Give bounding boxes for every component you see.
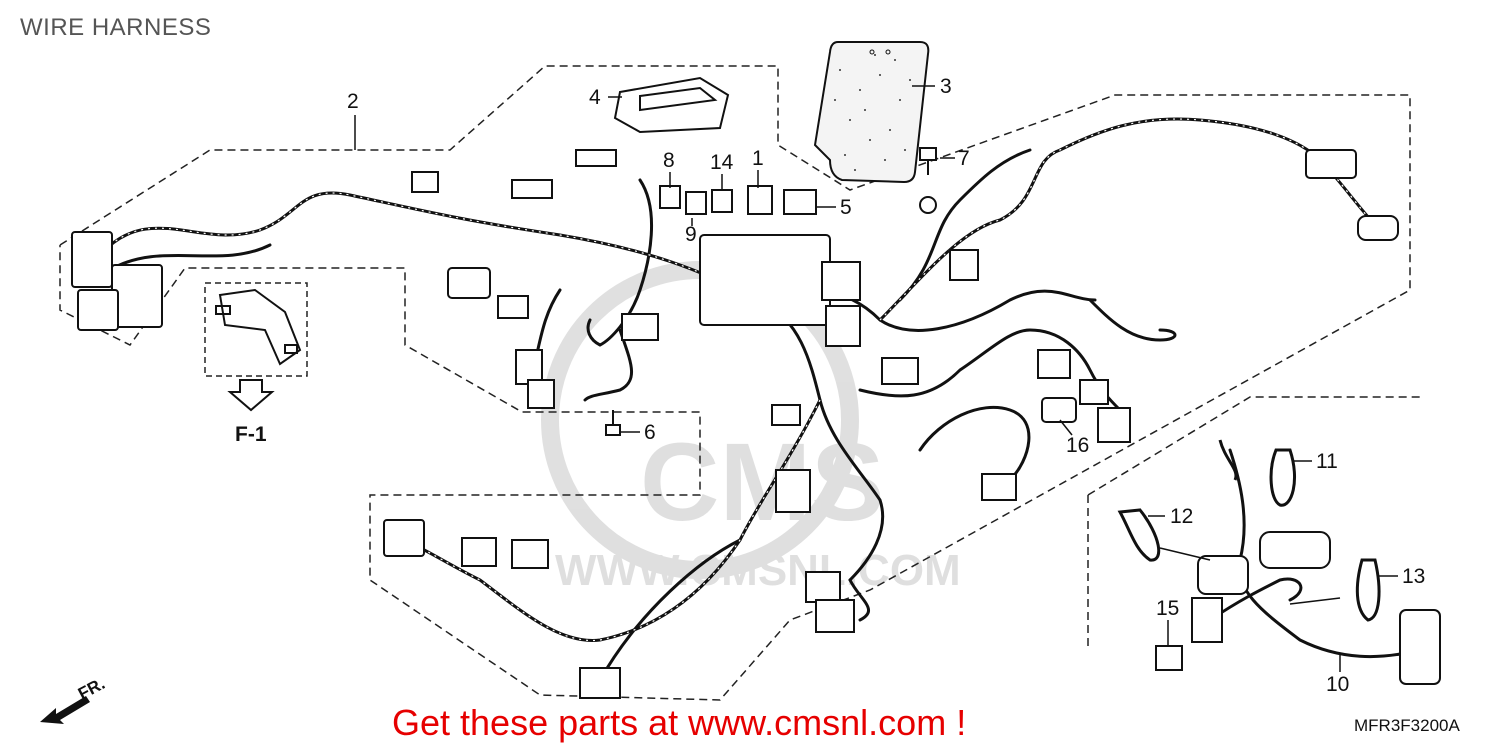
watermark-logo: CMS xyxy=(640,421,884,544)
connector xyxy=(575,149,617,167)
connector xyxy=(1259,531,1331,569)
connector xyxy=(1305,149,1357,179)
promo-text: Get these parts at www.cmsnl.com ! xyxy=(392,702,967,743)
label-10: 10 xyxy=(1326,673,1349,696)
label-12: 12 xyxy=(1170,505,1193,528)
connector xyxy=(411,171,439,193)
page-title: WIRE HARNESS xyxy=(20,14,212,41)
cable-ties xyxy=(1117,439,1381,622)
connector xyxy=(527,379,555,409)
connector xyxy=(1079,379,1109,405)
connector xyxy=(111,264,163,328)
connector xyxy=(825,305,861,347)
connector xyxy=(1197,555,1249,595)
connector xyxy=(1357,215,1399,241)
watermark-url: WWW.CMSNL.COM xyxy=(555,546,961,595)
label-5: 5 xyxy=(840,196,852,219)
label-8: 8 xyxy=(663,149,675,172)
bolt xyxy=(605,424,621,436)
connector xyxy=(949,249,979,281)
part-labels: 2 4 3 7 8 14 1 5 9 6 16 11 12 13 15 10 F… xyxy=(235,75,1425,696)
down-arrow-icon xyxy=(227,379,275,412)
label-14: 14 xyxy=(710,151,734,174)
label-6: 6 xyxy=(644,421,656,444)
connector xyxy=(1041,397,1077,423)
label-3: 3 xyxy=(940,75,952,98)
connector xyxy=(383,519,425,557)
connector xyxy=(1097,407,1131,443)
part-3-pad xyxy=(813,41,930,184)
relay xyxy=(747,185,773,215)
relays xyxy=(659,185,817,215)
connector xyxy=(1399,609,1441,685)
connector xyxy=(775,469,811,513)
connector xyxy=(881,357,919,385)
connector xyxy=(511,179,553,199)
label-11: 11 xyxy=(1316,450,1338,473)
label-15: 15 xyxy=(1156,597,1179,620)
connectors xyxy=(71,149,1441,699)
connector xyxy=(1191,597,1223,643)
connector xyxy=(515,349,543,385)
relay xyxy=(711,189,733,213)
connector xyxy=(497,295,529,319)
connector xyxy=(77,289,119,331)
connector xyxy=(461,537,497,567)
label-16: 16 xyxy=(1066,434,1089,457)
connector xyxy=(821,261,861,301)
relay xyxy=(685,191,707,215)
connector xyxy=(71,231,113,288)
junction-block xyxy=(699,234,831,326)
label-7: 7 xyxy=(958,147,970,170)
label-9: 9 xyxy=(685,223,697,246)
connector xyxy=(579,667,621,699)
label-13: 13 xyxy=(1402,565,1425,588)
part-4-cover xyxy=(613,76,730,134)
leader-lines xyxy=(354,85,1398,672)
connector xyxy=(1155,645,1183,671)
diagram-code: MFR3F3200A xyxy=(1354,716,1460,735)
label-2: 2 xyxy=(347,90,359,113)
relay xyxy=(659,185,681,209)
watermark: CMS WWW.CMSNL.COM xyxy=(541,261,961,595)
bracket-f1 xyxy=(204,282,308,412)
relay xyxy=(783,189,817,215)
connector xyxy=(447,267,491,299)
label-4: 4 xyxy=(589,86,601,109)
bolt xyxy=(919,147,937,161)
connector xyxy=(511,539,549,569)
front-direction: FR. xyxy=(40,674,108,724)
main-group-outline xyxy=(59,65,1420,701)
label-1: 1 xyxy=(752,147,764,170)
connector xyxy=(981,473,1017,501)
connector xyxy=(805,571,841,603)
ground-terminal xyxy=(919,196,937,214)
front-label: FR. xyxy=(75,674,108,704)
bolts xyxy=(605,147,937,436)
ref-f1: F-1 xyxy=(235,423,267,446)
connector xyxy=(1037,349,1071,379)
connector xyxy=(621,313,659,341)
connector xyxy=(771,404,801,426)
connector xyxy=(815,599,855,633)
